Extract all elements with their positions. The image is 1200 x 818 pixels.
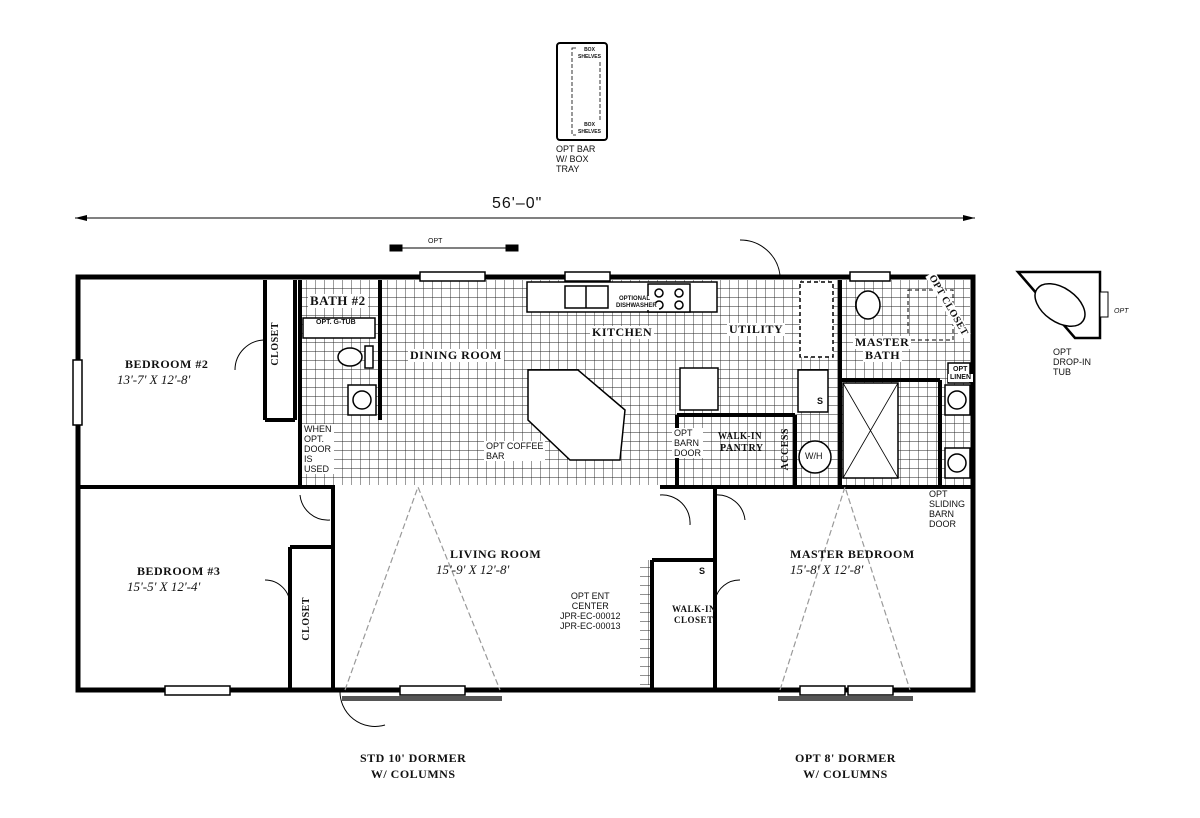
refrigerator: [679, 367, 719, 411]
opt-sliding-barn-door-label: OPT SLIDING BARN DOOR: [929, 489, 965, 529]
opt-bar-line-1: OPT BAR: [556, 144, 596, 154]
box-shelves-top-line-1: BOX: [584, 47, 595, 53]
opt-coffee-bar-line-2: BAR: [486, 451, 505, 461]
optional-dishwasher-label-1: OPTIONAL: [617, 296, 652, 303]
opt-dormer-line-2: W/ COLUMNS: [803, 767, 888, 781]
opt-ent-center-line-2: CENTER: [571, 601, 609, 611]
opt-coffee-bar-label: OPT COFFEE BAR: [484, 441, 546, 461]
opt-window-label: OPT: [428, 238, 443, 245]
opt-barn-door-label: OPT BARN DOOR: [672, 428, 703, 458]
opt-coffee-bar-line-1: OPT COFFEE: [486, 441, 544, 451]
opt-dropin-tub-line-1: OPT: [1053, 347, 1072, 357]
exterior-walls: [75, 274, 976, 693]
water-heater-label: W/H: [805, 451, 823, 461]
std-dormer-line-2: W/ COLUMNS: [370, 767, 456, 781]
coffee-bar: [527, 369, 626, 461]
opt-sliding-barn-door-line-4: DOOR: [929, 519, 956, 529]
bedroom2-name: BEDROOM #2: [125, 357, 209, 371]
opt-bar-line-3: TRAY: [556, 164, 580, 174]
closet-label-bed3: CLOSET: [299, 597, 314, 641]
opt-barn-door-line-2: BARN: [674, 438, 700, 448]
kitchen-counter: [526, 281, 718, 313]
opt-ent-center-line-1: OPT ENT: [570, 591, 610, 601]
kitchen-name: KITCHEN: [590, 325, 655, 340]
walkin-pantry-label-1: WALK-IN: [718, 431, 763, 441]
std-dormer-label: STD 10' DORMER W/ COLUMNS: [360, 750, 466, 782]
opt-barn-door-line-1: OPT: [674, 428, 693, 438]
utility-fixtures: [797, 281, 834, 474]
overall-dimension: 56'–0": [492, 195, 543, 212]
opt-ent-center-line-4: JPR-EC-00013: [560, 621, 621, 631]
opt-g-tub-label: OPT. G-TUB: [314, 319, 358, 327]
bath2-name: BATH #2: [308, 293, 368, 309]
opt-dropin-tub-line-3: TUB: [1053, 367, 1071, 377]
living-room-name: LIVING ROOM: [450, 547, 542, 561]
opt-bar-line-2: W/ BOX: [556, 154, 589, 164]
windows: [72, 271, 894, 696]
optional-dishwasher-label-2: DISHWASHER: [614, 303, 659, 310]
bedroom3-dims: 15'-5' X 12'-4': [127, 579, 201, 594]
s-label-closet: S: [699, 566, 706, 576]
when-opt-door-line-5: USED: [304, 464, 330, 474]
walkin-pantry-label-2: PANTRY: [720, 443, 764, 454]
opt-barn-door-line-3: DOOR: [674, 448, 701, 458]
when-opt-door-line-2: OPT.: [304, 434, 325, 444]
opt-dropin-tub-sketch: [1015, 270, 1109, 340]
living-room-dims: 15'-9' X 12'-8': [436, 562, 510, 577]
utility-name: UTILITY: [727, 322, 786, 337]
opt-sliding-barn-door-line-3: BARN: [929, 509, 955, 519]
opt-dormer-line-1: OPT 8' DORMER: [795, 751, 896, 765]
master-bedroom-name: MASTER BEDROOM: [790, 547, 915, 561]
box-shelves-bottom-label: BOX SHELVES: [576, 122, 603, 136]
access-label: ACCESS: [780, 428, 791, 471]
dormer-lines: [344, 485, 911, 691]
when-opt-door-line-4: IS: [304, 454, 313, 464]
opt-bar-box-tray-label: OPT BAR W/ BOX TRAY: [556, 144, 595, 174]
bedroom2-dims: 13'-7' X 12'-8': [117, 372, 191, 387]
opt-dormer-label: OPT 8' DORMER W/ COLUMNS: [795, 750, 896, 782]
closet-label-bed2: CLOSET: [268, 322, 283, 366]
bedroom3-name: BEDROOM #3: [137, 564, 221, 578]
master-bedroom-dims: 15'-8' X 12'-8': [790, 562, 864, 577]
dining-room-name: DINING ROOM: [408, 348, 504, 363]
box-shelves-top-line-2: SHELVES: [578, 54, 601, 60]
box-shelves-top-label: BOX SHELVES: [576, 47, 603, 61]
porch-bars: [342, 696, 913, 701]
opt-sliding-barn-door-line-1: OPT: [929, 489, 948, 499]
door-swings: [234, 239, 781, 727]
overall-dimension-line: [75, 215, 975, 221]
opt-ent-center-line-3: JPR-EC-00012: [560, 611, 621, 621]
s-label-utility: S: [817, 396, 824, 406]
master-bath-name-2: BATH: [863, 348, 903, 363]
opt-window-line: [389, 244, 519, 252]
std-dormer-line-1: STD 10' DORMER: [360, 751, 467, 765]
opt-linen-label-1: OPT: [951, 366, 970, 374]
opt-dropin-tub-line-2: DROP-IN: [1053, 357, 1091, 367]
walkin-closet-label-2: CLOSET: [674, 615, 714, 625]
opt-sliding-barn-door-line-2: SLIDING: [929, 499, 966, 509]
box-shelves-bottom-line-1: BOX: [584, 122, 595, 128]
when-opt-door-line-1: WHEN: [304, 424, 332, 434]
walkin-closet-label-1: WALK-IN: [672, 604, 717, 614]
opt-tub-window-label: OPT: [1114, 308, 1129, 315]
box-shelves-bottom-line-2: SHELVES: [578, 129, 601, 135]
when-opt-door-label: WHEN OPT. DOOR IS USED: [302, 424, 334, 474]
master-bath-name-1: MASTER: [853, 335, 912, 350]
when-opt-door-line-3: DOOR: [304, 444, 331, 454]
opt-linen-label-2: LINEN: [948, 374, 973, 382]
opt-ent-center-label: OPT ENT CENTER JPR-EC-00012 JPR-EC-00013: [560, 591, 621, 631]
opt-dropin-tub-label: OPT DROP-IN TUB: [1053, 347, 1091, 377]
